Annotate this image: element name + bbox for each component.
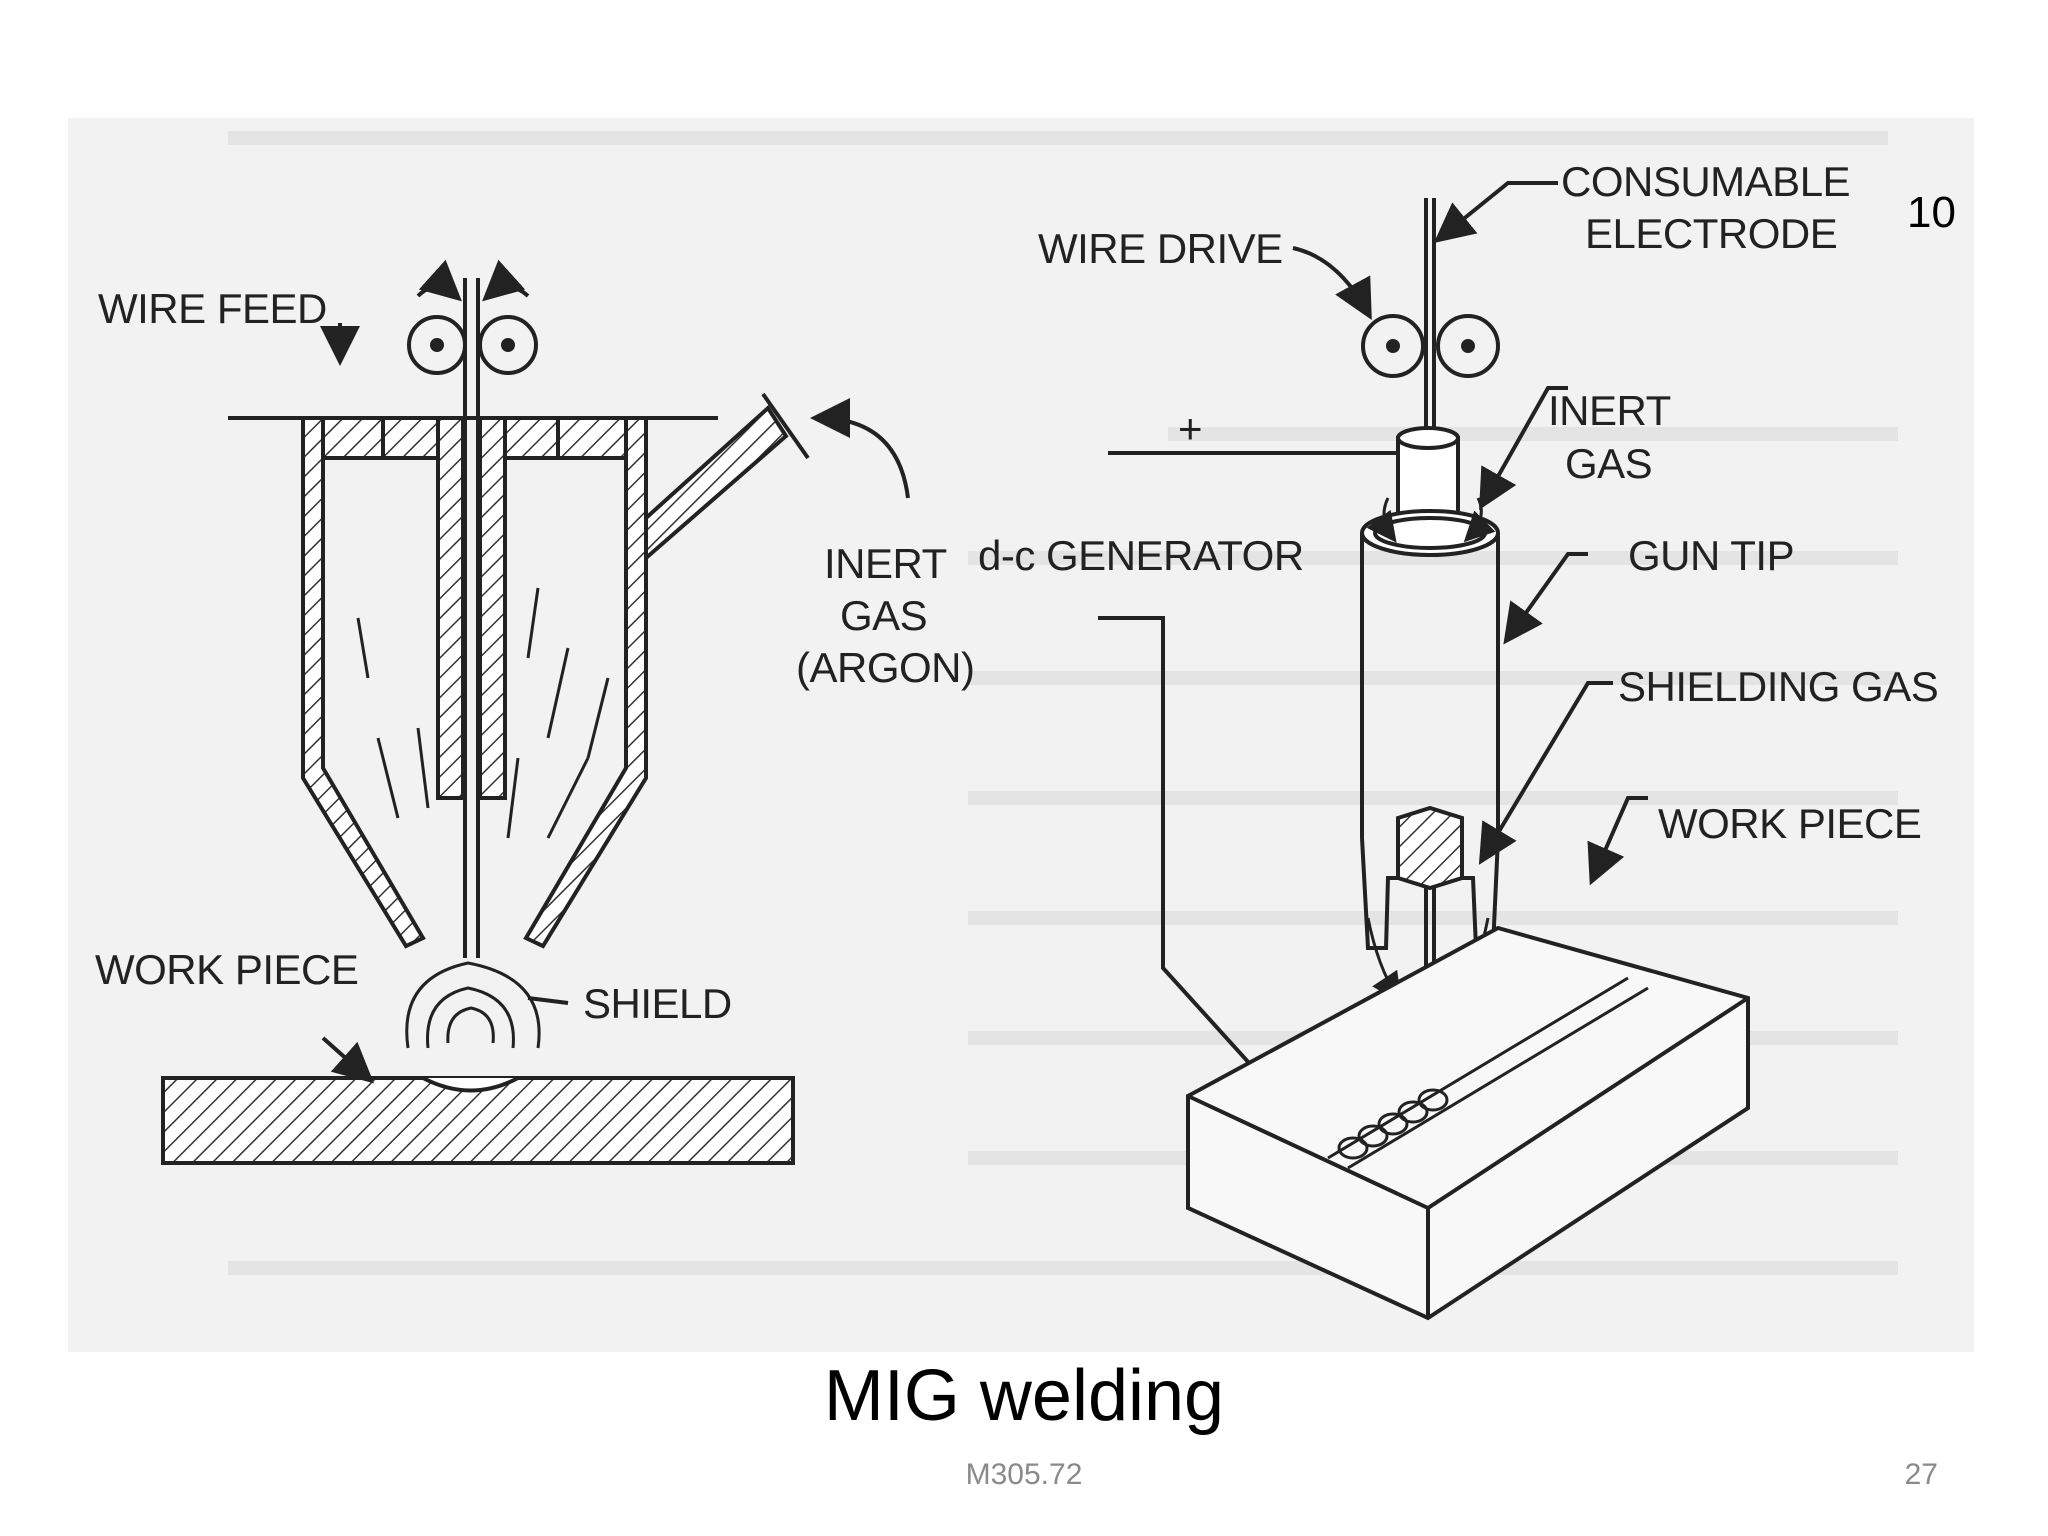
label-shielding-gas: SHIELDING GAS <box>1618 663 1938 710</box>
left-torch-cross-section <box>161 259 910 1165</box>
label-left-inert-gas-1: INERT <box>824 540 947 587</box>
right-work-piece <box>1186 925 1750 1321</box>
label-wire-feed: WIRE FEED <box>98 285 327 332</box>
label-left-inert-gas-3: (ARGON) <box>796 644 975 691</box>
label-electrode: ELECTRODE <box>1585 210 1837 257</box>
right-gun-perspective <box>1098 181 1750 1321</box>
diagram-svg: WIRE FEED INERT GAS (ARGON) WORK PIECE S… <box>95 131 1939 1321</box>
label-wire-drive: WIRE DRIVE <box>1038 225 1283 272</box>
label-left-inert-gas-2: GAS <box>840 592 927 639</box>
label-dc-generator: d-c GENERATOR <box>978 532 1304 579</box>
label-left-work-piece: WORK PIECE <box>95 946 358 993</box>
label-right-work-piece: WORK PIECE <box>1658 800 1921 847</box>
label-shield: SHIELD <box>583 980 732 1027</box>
label-gun-tip: GUN TIP <box>1628 532 1794 579</box>
slide-caption: MIG welding <box>823 1356 1225 1436</box>
label-consumable: CONSUMABLE <box>1561 158 1850 205</box>
label-right-inert-gas-2: GAS <box>1565 440 1652 487</box>
right-labels: CONSUMABLE ELECTRODE WIRE DRIVE INERT GA… <box>978 158 1939 847</box>
mig-welding-diagram: WIRE FEED INERT GAS (ARGON) WORK PIECE S… <box>68 118 1974 1352</box>
left-labels: WIRE FEED INERT GAS (ARGON) WORK PIECE S… <box>95 285 975 1027</box>
figure-number: 10 <box>1907 188 1956 237</box>
label-right-inert-gas-1: INERT <box>1548 387 1671 434</box>
label-plus: + <box>1178 405 1202 452</box>
footer-page-number: 27 <box>1904 1458 1938 1491</box>
weld-bead <box>1337 1088 1449 1160</box>
footer-course-code: M305.72 <box>965 1458 1083 1491</box>
